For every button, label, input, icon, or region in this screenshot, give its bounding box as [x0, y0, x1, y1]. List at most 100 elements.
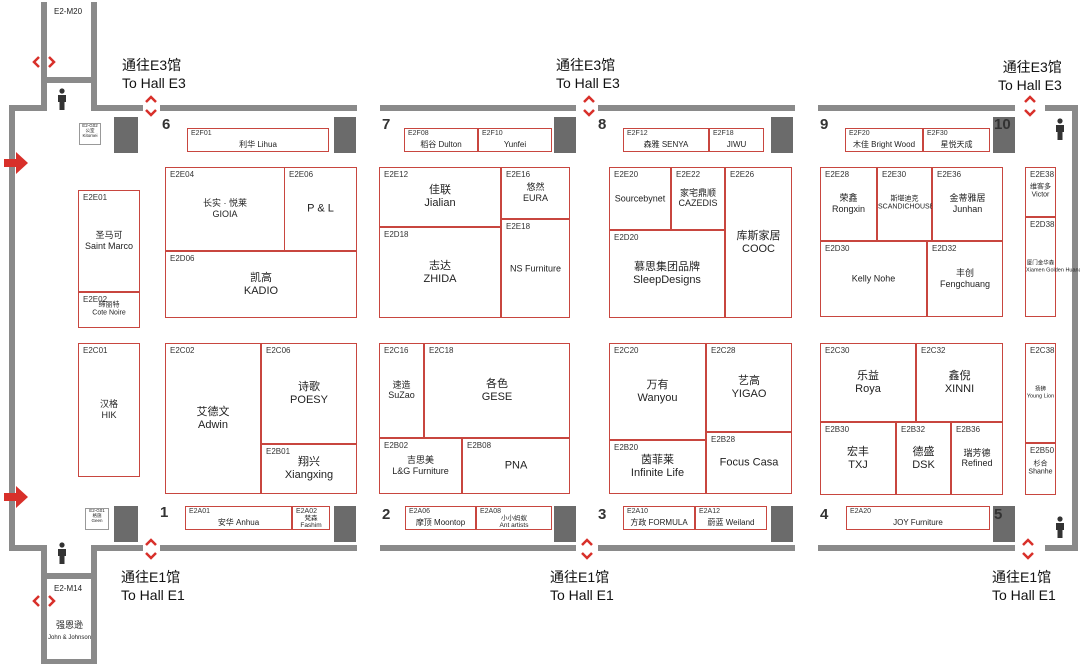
booth-name: 库斯家居	[736, 229, 781, 242]
booth-name: 翔兴	[298, 455, 320, 468]
booth-name: KADIO	[243, 284, 279, 297]
booth-name-block: 木佳 Bright Wood	[846, 140, 922, 150]
booth-name-block: Focus Casa	[707, 456, 791, 469]
booth-code: E2E26	[730, 170, 755, 179]
booth-code: E2A10	[627, 508, 649, 515]
booth-name: Fengchuang	[939, 279, 991, 289]
booth-name-block: 星悦天成	[924, 140, 989, 150]
booth-name: 鑫倪	[948, 369, 971, 382]
booth-name: NS Furniture	[509, 263, 562, 274]
booth-code: E2B01	[266, 447, 291, 456]
booth-code: E2A12	[699, 508, 721, 515]
booth-name: Refined	[961, 458, 993, 469]
hall-number-9: 9	[820, 116, 829, 133]
booth-code: E2D20	[614, 233, 639, 242]
booth-name: XINNI	[944, 382, 975, 395]
booth-name: Jialian	[424, 197, 456, 209]
booth-code: E2A06	[409, 508, 431, 515]
booth-name-block: 利华 Lihua	[188, 140, 328, 150]
booth-name: Fashim	[300, 521, 322, 529]
booth-code: E2E30	[882, 170, 907, 179]
booth-code: E2C06	[266, 346, 291, 355]
up-down-arrow-icon	[145, 538, 157, 560]
up-down-arrow-icon	[581, 538, 593, 560]
booth-code: E2C16	[384, 346, 409, 355]
booth-name-block: 安华 Anhua	[186, 518, 291, 528]
corridor-code-bottom: E2-M14	[54, 584, 83, 593]
booth-name-block: Kelly Nohe	[821, 274, 926, 285]
restroom-icon	[58, 542, 66, 564]
up-down-arrow-icon	[145, 95, 157, 117]
booth-name-block: JIWU	[710, 140, 763, 150]
hall-number-4: 4	[820, 506, 829, 523]
booth-name: Wanyou	[637, 391, 678, 404]
booth-name: POESY	[290, 393, 328, 406]
booth-name: 荣鑫	[839, 193, 858, 204]
booth-name: 各色	[486, 377, 508, 390]
